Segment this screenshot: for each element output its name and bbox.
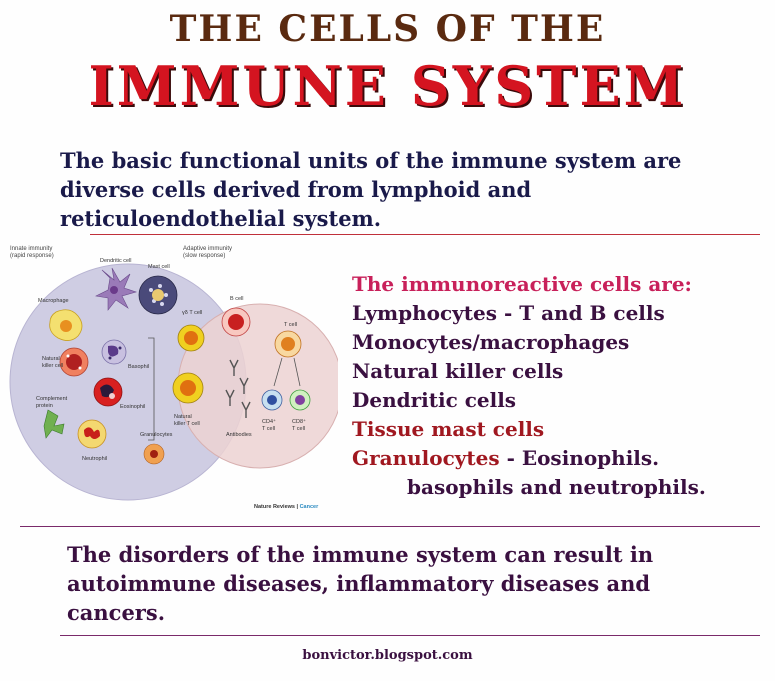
nkt-label-2: killer T cell: [174, 421, 200, 427]
cd8-label-2: T cell: [292, 426, 305, 432]
basophil-label: Basophil: [128, 364, 149, 370]
list-item: Granulocytes - Eosinophils.: [352, 444, 706, 473]
source-label: Nature Reviews | Cancer: [254, 504, 319, 510]
mast-label: Mast cell: [148, 264, 170, 270]
immune-cell-list: The immunoreactive cells are: Lymphocyte…: [352, 270, 706, 502]
natural-killer-cell: [59, 347, 89, 377]
basophil-cell: [101, 339, 127, 365]
divider-middle: [20, 526, 760, 527]
macrophage-label: Macrophage: [38, 298, 69, 304]
list-item: Natural killer cells: [352, 359, 564, 383]
list-item: basophils and neutrophils.: [407, 475, 706, 499]
b-cell: [221, 307, 251, 337]
credit-text: bonvictor.blogspot.com: [302, 648, 473, 663]
list-item: Lymphocytes - T and B cells: [352, 301, 665, 325]
eosinophil-cell: [93, 377, 123, 407]
t-cell-arrows: [273, 357, 301, 387]
list-item: Monocytes/macrophages: [352, 330, 630, 354]
b-cell-label: B cell: [230, 296, 243, 302]
mast-cell: [138, 275, 178, 315]
adaptive-subtitle: (slow response): [183, 253, 225, 259]
cd4-label-1: CD4⁺: [262, 418, 276, 425]
granulocytes-lead: Granulocytes: [352, 446, 500, 470]
complement-label-2: protein: [36, 403, 53, 409]
cd8-label-1: CD8⁺: [292, 418, 306, 425]
dendritic-cell: [95, 267, 138, 311]
granulocytes-bracket: [148, 337, 155, 441]
nkt-label-1: Natural: [174, 414, 192, 420]
granulocytes-rest: - Eosinophils.: [499, 446, 660, 470]
adaptive-title: Adaptive immunity: [183, 246, 232, 252]
complement-label-1: Complement: [36, 396, 68, 402]
t-cell: [274, 330, 302, 358]
innate-subtitle: (rapid response): [10, 253, 54, 259]
antibodies: [225, 359, 251, 418]
intro-text: The basic functional units of the immune…: [60, 148, 682, 231]
outro-text: The disorders of the immune system can r…: [67, 542, 654, 625]
macrophage-cell: [49, 309, 83, 341]
cd8-t-cell: [289, 389, 311, 411]
eosinophil-label: Eosinophil: [120, 404, 145, 410]
nk-label-2: killer cell: [42, 363, 63, 369]
antibodies-label: Antibodies: [226, 432, 252, 438]
list-item: Tissue mast cells: [352, 417, 545, 441]
granulocyte-cell: [143, 443, 165, 465]
title-line-1: THE CELLS OF THE: [169, 8, 606, 50]
granulocytes-label: Granulocytes: [140, 432, 173, 438]
list-item: Dendritic cells: [352, 388, 517, 412]
neutrophil-cell: [77, 419, 107, 449]
dendritic-label: Dendritic cell: [100, 258, 131, 264]
neutrophil-label: Neutrophil: [82, 456, 107, 462]
gamma-delta-t-cell: [177, 324, 205, 352]
innate-title: Innate immunity: [10, 246, 52, 252]
complement-protein: [43, 409, 65, 439]
divider-top: [90, 234, 760, 235]
t-cell-label: T cell: [284, 322, 297, 328]
divider-bottom: [60, 635, 760, 636]
list-header: The immunoreactive cells are:: [352, 272, 692, 296]
cd4-label-2: T cell: [262, 426, 275, 432]
title-line-2: IMMUNE SYSTEM: [88, 54, 687, 118]
natural-killer-t-cell: [172, 372, 204, 404]
nk-label-1: Natural: [42, 356, 60, 362]
gamma-delta-label: γδ T cell: [182, 310, 202, 316]
immune-cells-diagram: Innate immunity (rapid response) Adaptiv…: [9, 246, 338, 510]
cd4-t-cell: [261, 389, 283, 411]
